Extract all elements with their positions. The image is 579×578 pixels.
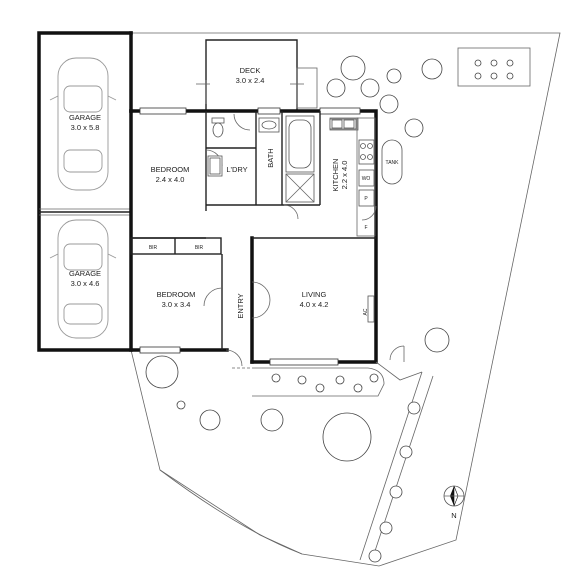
car-top-icon (49, 57, 117, 191)
car-bottom-icon (49, 219, 117, 339)
pantry-label: P (364, 196, 368, 202)
garage-structure (37, 31, 133, 352)
compass-icon (443, 485, 465, 507)
laundry-tub-icon (207, 155, 223, 177)
ac-unit-icon (367, 295, 375, 323)
shower-icon (285, 173, 315, 203)
bedroom-top-name: BEDROOM (151, 165, 190, 174)
entry-name: ENTRY (236, 293, 245, 318)
bedroom-bottom-name: BEDROOM (157, 290, 196, 299)
laundry-name: L'DRY (226, 165, 247, 174)
cooktop-icon (358, 139, 375, 165)
bathtub-icon (285, 115, 315, 173)
living-name: LIVING (302, 290, 327, 299)
bir-left-label: BIR (149, 245, 158, 251)
garage-bottom-name: GARAGE (69, 269, 101, 278)
pantry-icon (358, 189, 375, 207)
bath-basin-icon (258, 117, 280, 133)
ac-label: AC (363, 308, 369, 315)
wall-oven-icon (358, 169, 375, 187)
tank-label: TANK (386, 160, 400, 166)
bir-right-label: BIR (195, 245, 204, 251)
property-boundary (130, 32, 561, 567)
garage-top-dims: 3.0 x 5.8 (71, 123, 100, 132)
shrubs (145, 55, 450, 563)
bedroom-top-dims: 2.4 x 4.0 (156, 175, 185, 184)
kitchen-name: KITCHEN (331, 159, 340, 192)
wall-oven-label: WO (362, 176, 371, 182)
bath-name: BATH (266, 148, 275, 167)
living-dims: 4.0 x 4.2 (300, 300, 329, 309)
deck-dims: 3.0 x 2.4 (236, 76, 265, 85)
fridge-label: F (364, 225, 367, 231)
kitchen-sink-icon (329, 118, 357, 130)
water-tank-icon (381, 139, 403, 185)
garage-top-name: GARAGE (69, 113, 101, 122)
bedroom-bottom-dims: 3.0 x 3.4 (162, 300, 191, 309)
windows (139, 107, 361, 366)
compass-label: N (451, 511, 456, 520)
kitchen-dims: 2.2 x 4.0 (340, 161, 349, 190)
toilet-icon (211, 117, 225, 138)
garage-bottom-dims: 3.0 x 4.6 (71, 279, 100, 288)
deck-name: DECK (240, 66, 261, 75)
deck-structure (196, 39, 318, 111)
